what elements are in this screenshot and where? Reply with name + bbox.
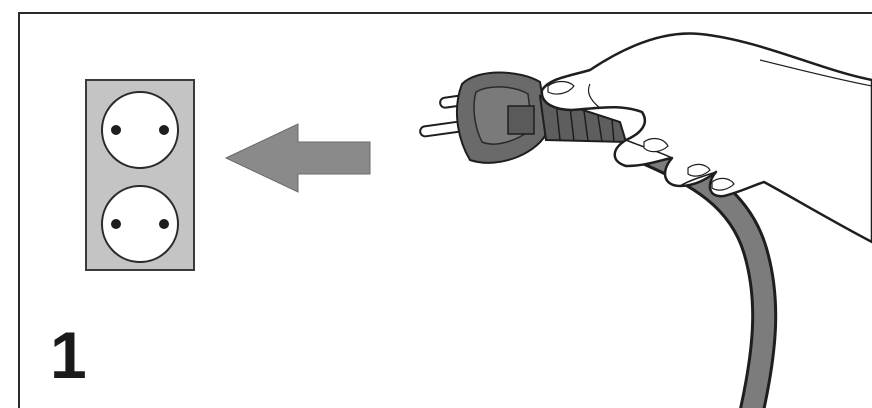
arrow-left-icon (224, 123, 371, 193)
panel-frame (18, 12, 872, 408)
power-plug-icon (419, 71, 628, 164)
hand-icon (540, 32, 872, 244)
wall-socket-icon (85, 79, 195, 271)
step-number: 1 (50, 318, 87, 392)
